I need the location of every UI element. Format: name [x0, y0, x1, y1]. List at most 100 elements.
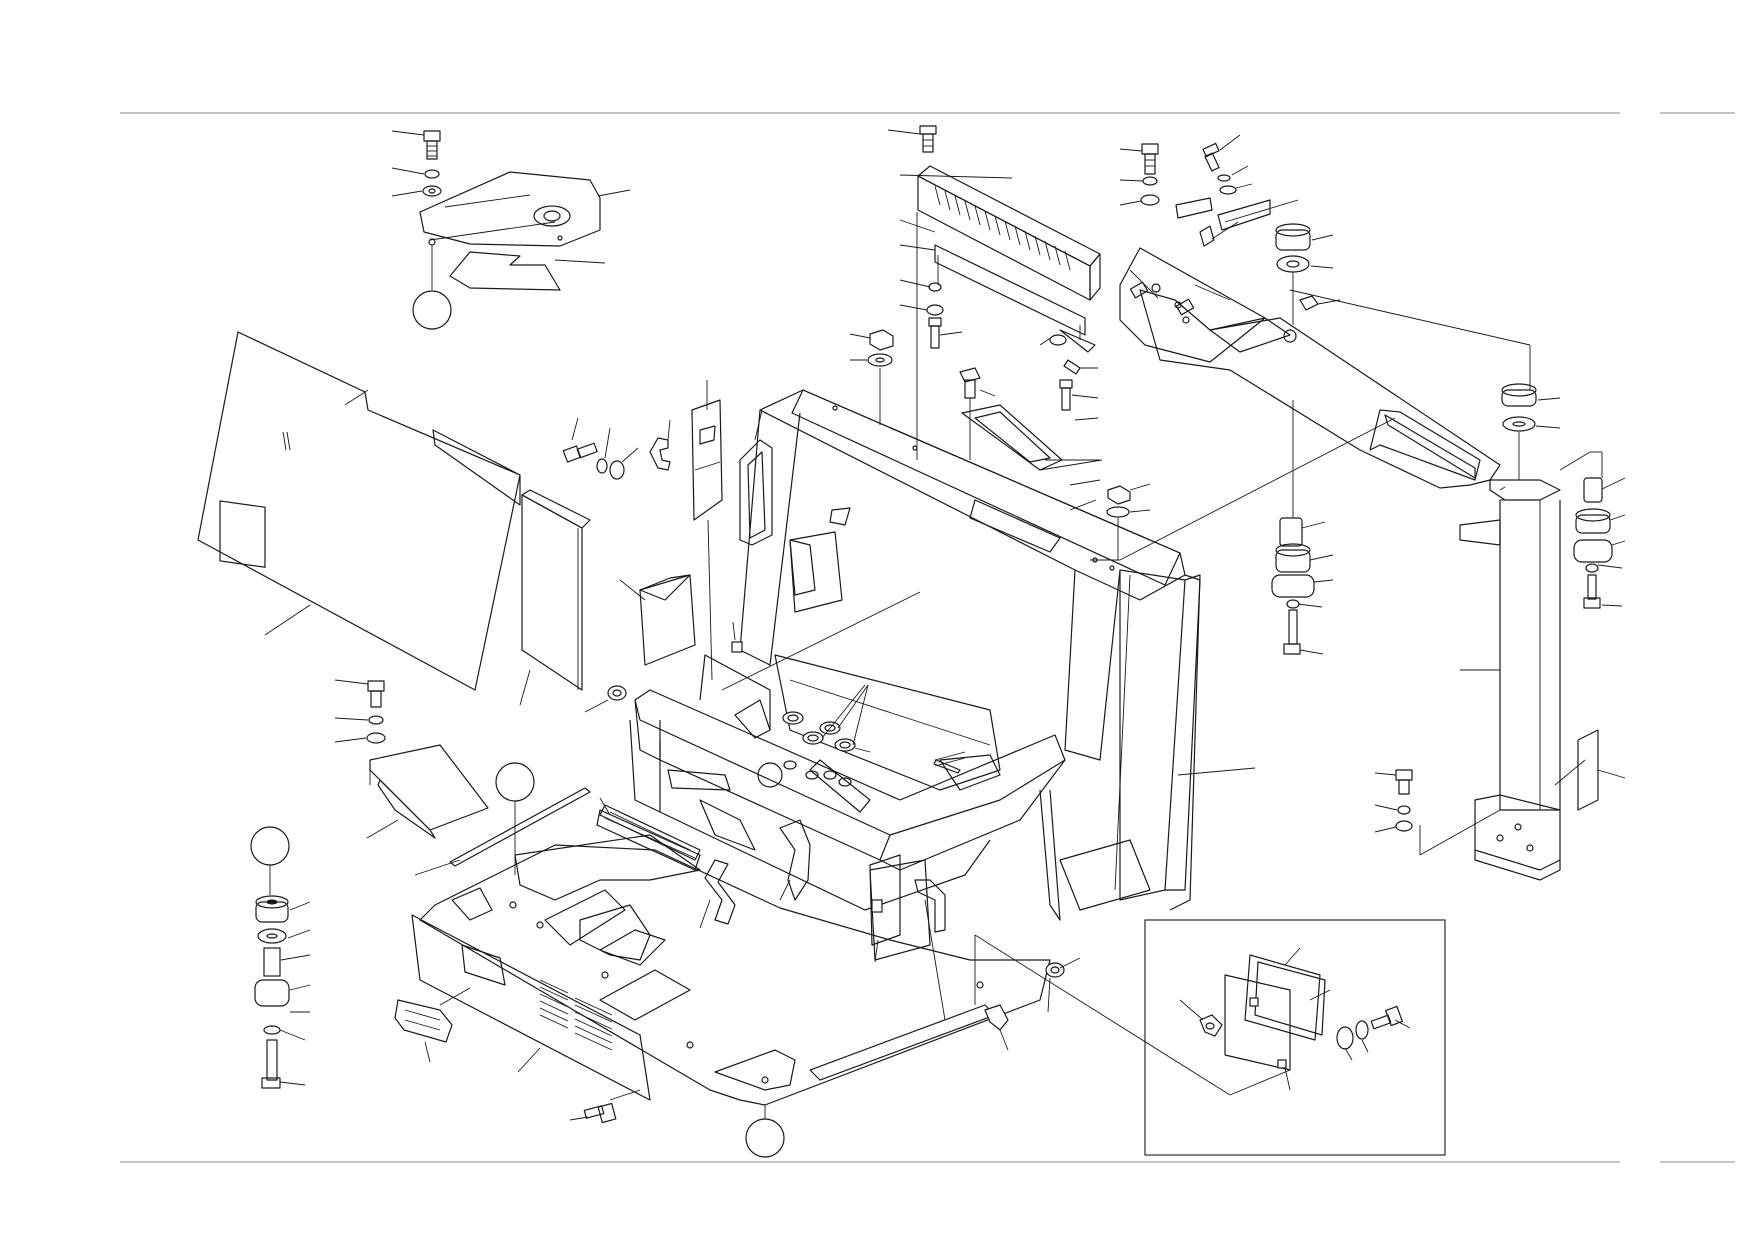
grille-slots [539, 979, 613, 1051]
screw-icon [1059, 379, 1073, 411]
access-cover-plate [369, 744, 489, 831]
lock-washer-icon [1397, 805, 1411, 815]
detail-inset-panel [974, 919, 1446, 1156]
bolt-group-lower-right [1374, 769, 1413, 833]
nut-washer-stack-center [849, 329, 894, 425]
hinge-hook [649, 437, 671, 471]
left-rail [414, 762, 591, 876]
washer-icon [1106, 506, 1130, 518]
lock-washer-icon [368, 715, 384, 725]
bolt-icon [1283, 609, 1301, 655]
grille-mount-rail [934, 244, 1086, 336]
washer-icon [1140, 194, 1160, 206]
washer-icon [1502, 416, 1536, 432]
cable-gland-icon [802, 731, 824, 745]
washer-icon [1219, 185, 1237, 195]
quarter-turn-latch-icon [1199, 1014, 1223, 1037]
lock-washer-icon [1142, 176, 1158, 186]
side-plate-handle [869, 854, 946, 1021]
latch-clip [1199, 225, 1215, 247]
lock-washer-icon [1355, 1020, 1369, 1040]
bolt-icon [959, 367, 981, 383]
lock-washer-icon [596, 458, 608, 474]
washer-icon [422, 185, 442, 197]
grommet-right [1045, 957, 1081, 1013]
small-block-center [731, 621, 743, 653]
grille-slots [934, 185, 1071, 271]
hinge-plate [691, 399, 723, 521]
left-mount-stack [250, 826, 311, 1089]
rubber-mount-stack-upper [1275, 223, 1341, 325]
washer-icon [609, 460, 625, 480]
bracket-clip [1063, 359, 1081, 375]
bolt-icon [1202, 142, 1220, 172]
washer-icon [926, 304, 944, 316]
lock-washer-icon [1217, 174, 1231, 182]
gasket-plate [377, 779, 436, 839]
top-right-frame [1119, 247, 1501, 489]
lock-washer-icon [263, 1025, 281, 1035]
vent-slot-plate [961, 404, 1063, 471]
hex-nut-icon [1107, 485, 1131, 505]
left-side-panel [197, 331, 521, 691]
handle-grip [394, 987, 471, 1063]
washer-icon [1395, 820, 1413, 832]
latch-block [1217, 199, 1271, 231]
s-hook [699, 859, 736, 929]
vent-grille-cover [917, 165, 1101, 301]
leader-cover [721, 591, 921, 691]
pull-handle [779, 819, 811, 901]
washer-icon [257, 928, 287, 944]
bolt-icon [261, 1039, 281, 1089]
lock-washer-icon [1286, 599, 1300, 609]
elbow-fitting [974, 935, 1009, 1051]
hex-nut-icon [869, 329, 894, 351]
washer-icon [366, 732, 386, 744]
cap-icon [1299, 295, 1319, 311]
left-hinge-hardware [562, 380, 773, 681]
latch-plate [1175, 197, 1213, 219]
clip-icon [1049, 334, 1067, 346]
left-plate-group [334, 679, 489, 839]
balloon-bottom-base [745, 1118, 785, 1158]
screw-icon [919, 125, 937, 153]
base-plate [419, 834, 1051, 1106]
cover-hood-left [619, 574, 696, 666]
grommet-left [584, 685, 627, 713]
top-left-bracket-assembly [391, 130, 631, 330]
lock-washer-icon [1585, 563, 1599, 573]
top-center-grille-assembly [887, 125, 1101, 460]
balloon-center-rail [495, 762, 535, 802]
bolt-icon [1395, 769, 1413, 795]
gasket-plate [449, 251, 561, 291]
front-panel-screw [569, 1089, 641, 1124]
front-grille-panel [411, 914, 651, 1101]
cover-hood-right [789, 531, 843, 613]
washer-icon [1336, 1026, 1354, 1050]
washer-icon [867, 353, 893, 367]
main-cabinet-body [599, 389, 1256, 961]
connector-leaders [959, 367, 1396, 561]
cable-gland-icon [834, 738, 856, 752]
bolt-icon [1583, 574, 1601, 609]
lock-washer-icon [424, 169, 440, 179]
rubber-mount-stack-center [1271, 400, 1334, 655]
label-tag [1577, 729, 1626, 811]
lock-washer-icon [928, 282, 942, 292]
balloon-top-left-bracket [412, 290, 452, 330]
mounting-plate [419, 171, 601, 247]
right-column [1419, 479, 1586, 881]
cable-gland-icon [782, 711, 804, 725]
page-frame [120, 112, 1735, 1163]
washer-icon [1276, 255, 1310, 273]
rubber-mount-stack-right [1559, 451, 1626, 609]
bolt-icon [1141, 143, 1159, 175]
top-right-bracket-group [1119, 134, 1299, 247]
rubber-mount-stack-mid [1289, 289, 1561, 480]
inner-cover-strip [519, 489, 591, 706]
nameplate-slot [596, 797, 701, 871]
bolt-icon [1370, 1005, 1403, 1030]
bolt-icon [562, 442, 598, 463]
bolt-icon [367, 680, 385, 708]
